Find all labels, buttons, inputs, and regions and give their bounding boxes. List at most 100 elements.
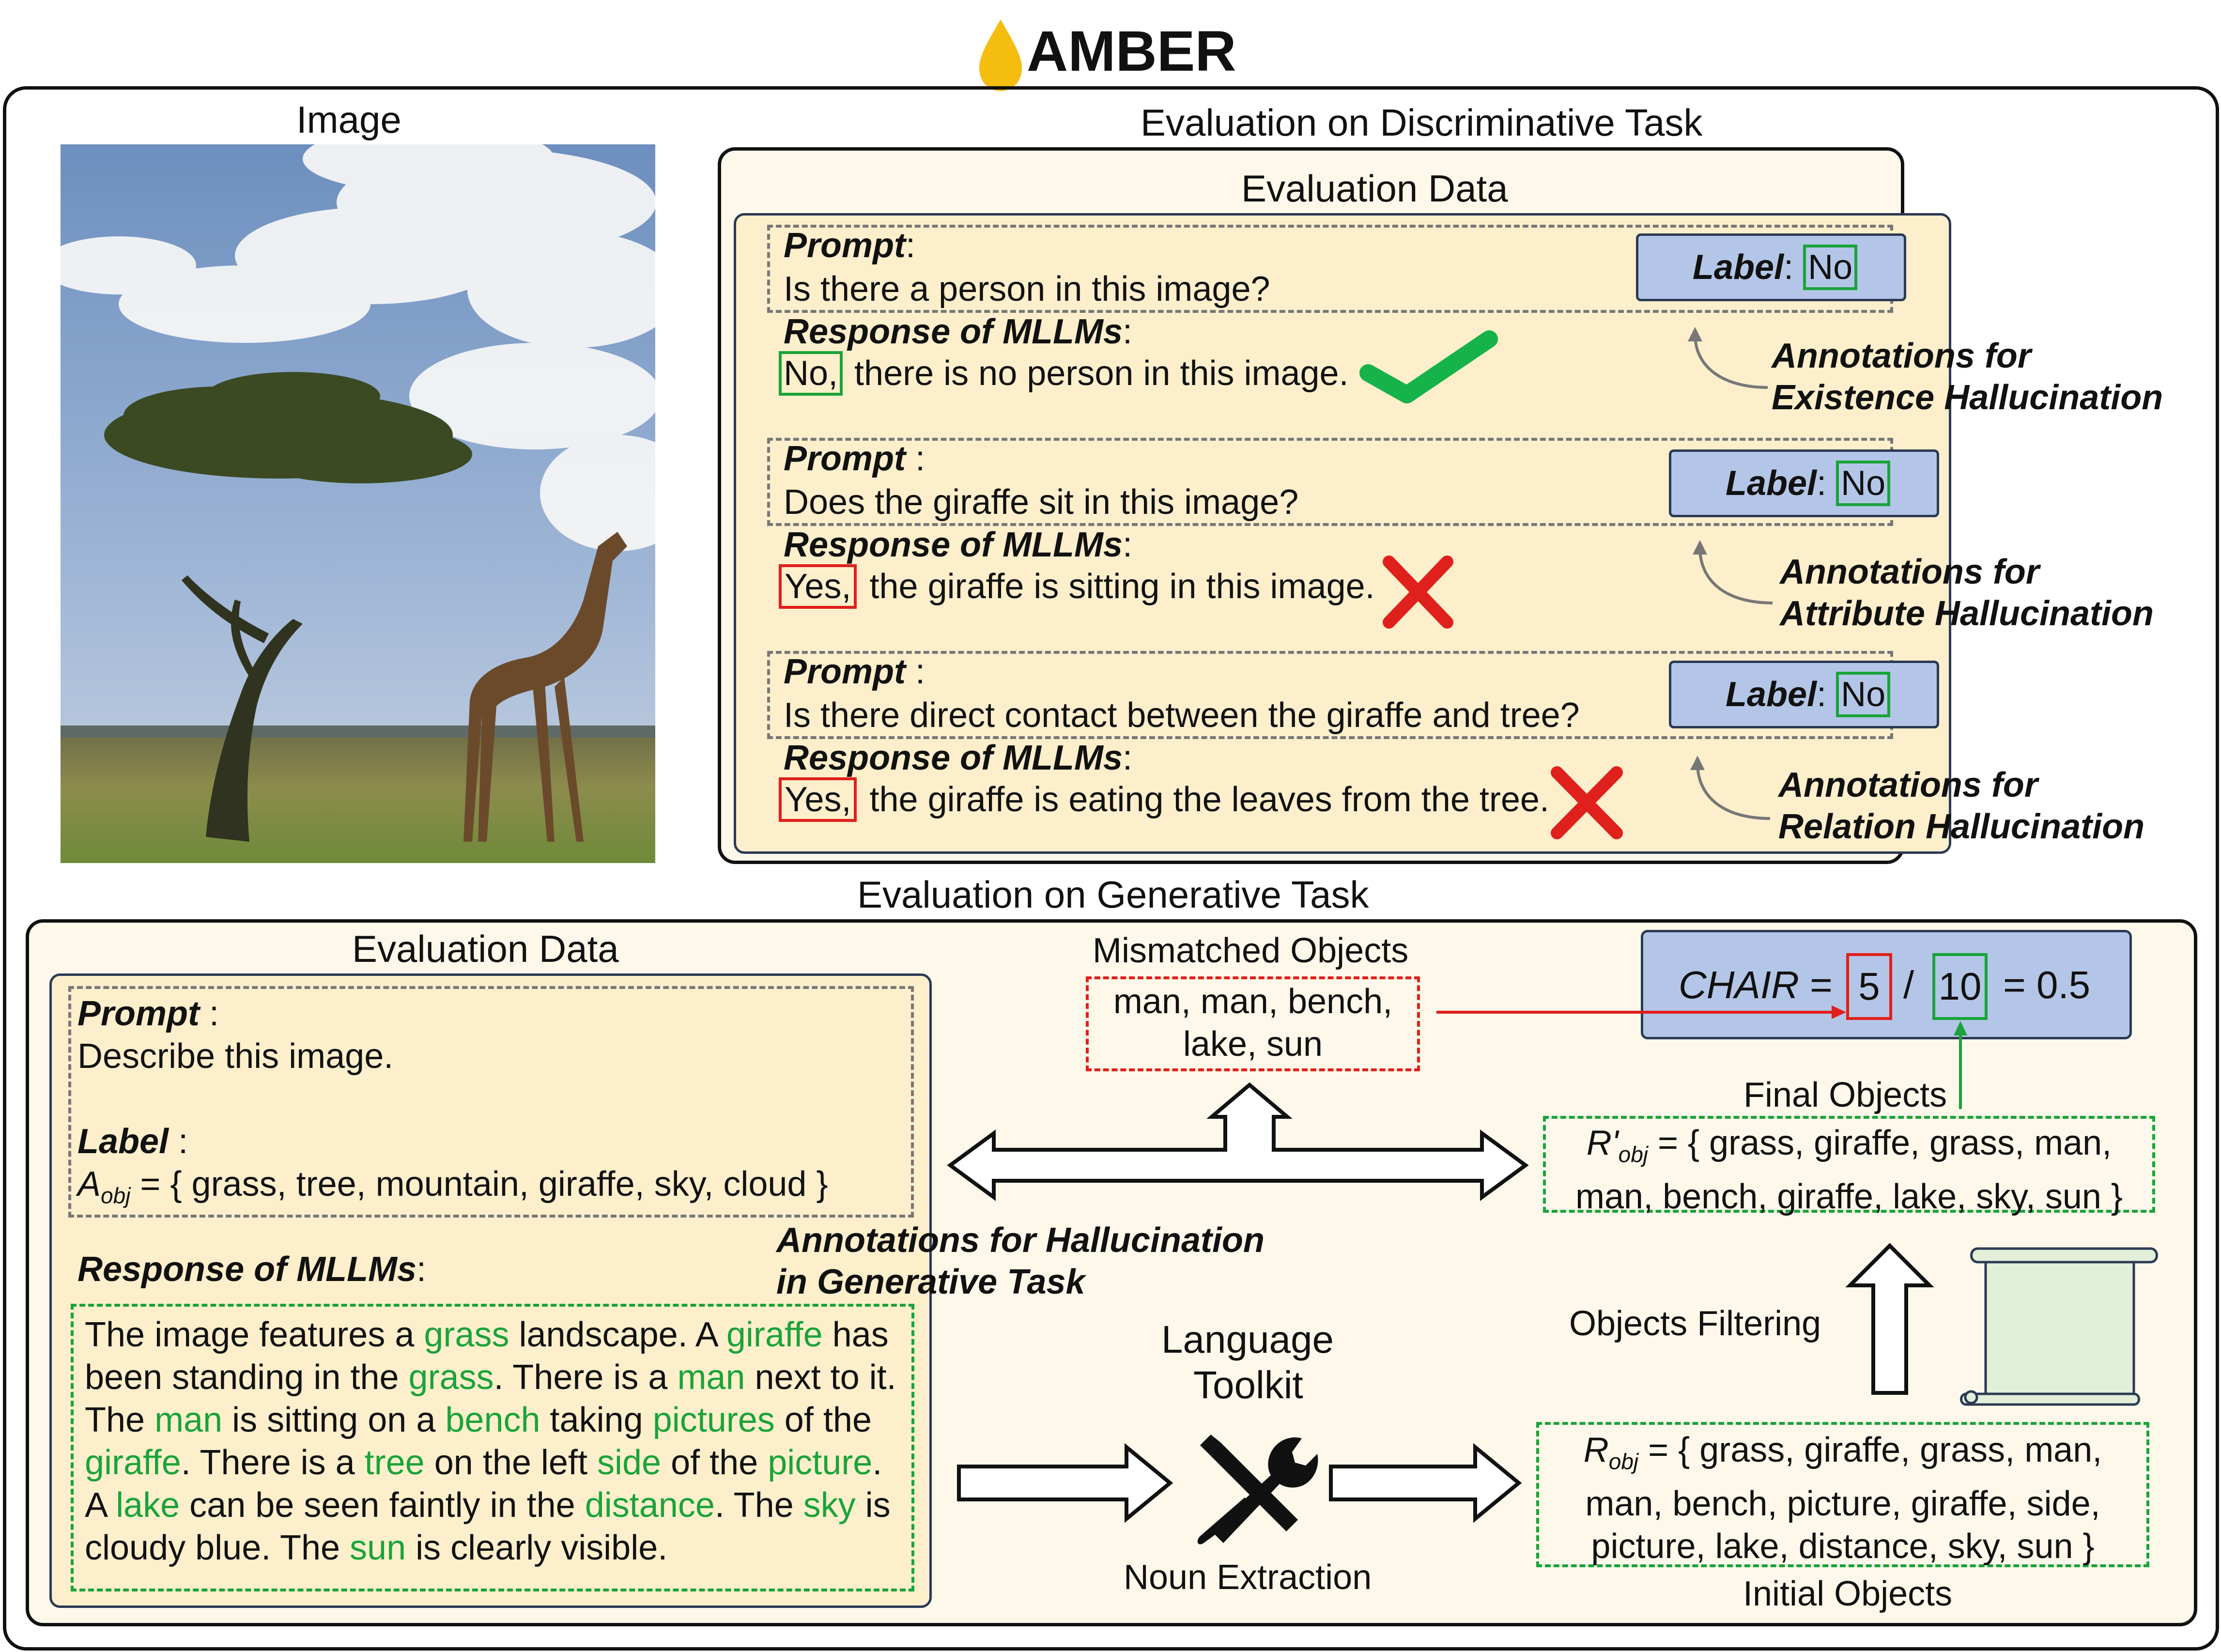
mismatched-line-2: lake, sun: [1183, 1025, 1323, 1064]
gen-annotation-note-2: in Generative Task: [776, 1263, 1085, 1301]
object-noun: man: [677, 1358, 745, 1397]
final-objects-line-1: R'obj = { grass, giraffe, grass, man,: [1586, 1124, 2112, 1167]
chair-box: [1641, 930, 2132, 1039]
response-text: on the left: [424, 1443, 597, 1482]
toolkit-label-1: Language: [1161, 1318, 1334, 1361]
response-line: The man is sitting on a bench taking pic…: [85, 1399, 896, 1441]
answer-3: Yes, the giraffe is eating the leaves fr…: [779, 777, 1549, 822]
response-text: been standing in the: [85, 1358, 409, 1397]
mismatched-text: man, man, bench, lake, sun: [1086, 980, 1420, 1065]
response-heading-3: Response of MLLMs:: [784, 739, 1133, 777]
gen-prompt-frame: [68, 986, 914, 1218]
chair-slash: /: [1903, 963, 1914, 1006]
response-text: cloudy blue. The: [85, 1528, 350, 1567]
gen-response-text: The image features a grass landscape. A …: [85, 1313, 896, 1569]
response-text: is sitting on a: [222, 1401, 446, 1439]
label-value-3: No: [1836, 672, 1891, 717]
chair-label: CHAIR =: [1679, 963, 1833, 1006]
response-text: next to it.: [745, 1358, 896, 1397]
mismatched-frame: [1086, 976, 1420, 1071]
object-noun: grass: [408, 1358, 494, 1397]
objects-filtering-label: Objects Filtering: [1569, 1304, 1821, 1343]
annotation-existence-1: Annotations for: [1772, 337, 2031, 375]
noun-extraction-label: Noun Extraction: [1124, 1558, 1372, 1597]
gen-label-heading: Label :: [77, 1122, 188, 1161]
response-text: taking: [540, 1401, 653, 1439]
final-objects-text: R'obj = { grass, giraffe, grass, man, ma…: [1543, 1122, 2155, 1218]
generative-data-title: Evaluation Data: [352, 927, 619, 970]
annotation-attribute-1: Annotations for: [1780, 553, 2039, 591]
discriminative-data-title: Evaluation Data: [1241, 167, 1508, 210]
response-text: can be seen faintly in the: [180, 1486, 585, 1525]
response-heading-2: Response of MLLMs:: [784, 525, 1133, 564]
gen-prompt-heading: Prompt :: [77, 994, 219, 1033]
object-noun: man: [154, 1401, 223, 1439]
generative-heading: Evaluation on Generative Task: [857, 873, 1369, 916]
response-text: is: [855, 1486, 891, 1525]
object-noun: tree: [364, 1443, 425, 1482]
gen-response-heading: Response of MLLMs:: [77, 1250, 427, 1289]
mismatched-line-1: man, man, bench,: [1113, 982, 1393, 1021]
gen-prompt-text: Describe this image.: [77, 1037, 394, 1076]
final-objects-frame: [1543, 1116, 2155, 1213]
gen-annotation-set: Aobj = { grass, tree, mountain, giraffe,…: [77, 1165, 828, 1208]
object-noun: side: [597, 1443, 662, 1482]
annotation-relation-2: Relation Hallucination: [1778, 807, 2145, 846]
object-noun: grass: [424, 1315, 509, 1354]
initial-objects-line-2: man, bench, picture, giraffe, side,: [1585, 1484, 2100, 1524]
question-3: Is there direct contact between the gira…: [784, 696, 1580, 735]
annotation-relation-1: Annotations for: [1778, 766, 2038, 804]
response-line: cloudy blue. The sun is clearly visible.: [85, 1527, 896, 1569]
object-noun: giraffe: [726, 1315, 823, 1354]
gen-annotation-note-1: Annotations for Hallucination: [776, 1221, 1265, 1260]
question-1: Is there a person in this image?: [784, 270, 1270, 309]
initial-objects-text: Robj = { grass, giraffe, grass, man, man…: [1536, 1429, 2149, 1568]
response-text: is clearly visible.: [406, 1528, 668, 1567]
object-noun: pictures: [652, 1401, 775, 1439]
response-text: The: [85, 1401, 155, 1439]
outer-frame: [3, 86, 2219, 1651]
response-text: of the: [661, 1443, 768, 1482]
response-text: . There is a: [181, 1443, 365, 1482]
annotation-existence-2: Existence Hallucination: [1772, 378, 2163, 417]
response-line: The image features a grass landscape. A …: [85, 1313, 896, 1356]
annotation-attribute-2: Attribute Hallucination: [1780, 594, 2154, 633]
prompt-heading-1: Prompt:: [784, 226, 916, 265]
label-value-2: No: [1836, 461, 1891, 506]
objects-list-text: Objects List: [2000, 1286, 2119, 1368]
response-text: The image features a: [85, 1315, 424, 1354]
object-noun: distance: [585, 1486, 715, 1525]
response-text: . There is a: [494, 1358, 678, 1397]
initial-objects-line-3: picture, lake, distance, sky, sun }: [1591, 1527, 2095, 1566]
object-noun: lake: [116, 1486, 180, 1525]
final-objects-line-2: man, bench, giraffe, lake, sky, sun }: [1575, 1177, 2123, 1217]
label-box-3: Label: No: [1669, 661, 1939, 728]
response-text: landscape. A: [509, 1315, 726, 1354]
prompt-heading-3: Prompt :: [784, 652, 925, 691]
object-noun: sky: [803, 1486, 856, 1525]
response-heading-1: Response of MLLMs:: [784, 312, 1133, 351]
toolkit-label-2: Toolkit: [1193, 1363, 1303, 1406]
answer-1: No, there is no person in this image.: [779, 351, 1349, 396]
initial-objects-frame: [1536, 1422, 2149, 1567]
chair-numerator: 5: [1846, 953, 1892, 1020]
response-text: has: [822, 1315, 889, 1354]
chair-denominator: 10: [1932, 953, 1988, 1020]
response-line: been standing in the grass. There is a m…: [85, 1356, 896, 1399]
response-text: .: [872, 1443, 882, 1482]
generative-data-box: [49, 973, 932, 1608]
object-noun: picture: [768, 1443, 873, 1482]
answer-2: Yes, the giraffe is sitting in this imag…: [779, 564, 1375, 609]
response-text: of the: [774, 1401, 872, 1439]
response-line: giraffe. There is a tree on the left sid…: [85, 1441, 896, 1484]
initial-objects-label: Initial Objects: [1743, 1575, 1953, 1613]
label-box-2: Label: No: [1669, 449, 1939, 517]
prompt-heading-2: Prompt :: [784, 439, 925, 478]
question-2: Does the giraffe sit in this image?: [784, 483, 1299, 522]
label-value-1: No: [1803, 245, 1858, 290]
scene-illustration: [61, 144, 655, 863]
response-text: A: [85, 1486, 116, 1525]
discriminative-data-box: [734, 213, 1951, 854]
object-noun: bench: [445, 1401, 540, 1439]
final-objects-label: Final Objects: [1743, 1076, 1947, 1114]
